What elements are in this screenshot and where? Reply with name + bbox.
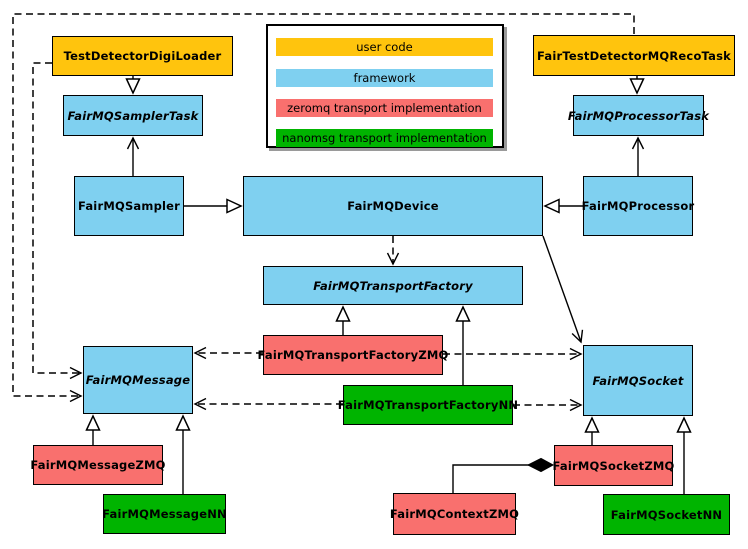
class-box-fairmqmessage: FairMQMessage: [83, 346, 193, 414]
class-box-fairtestdetectormqrecotask: FairTestDetectorMQRecoTask: [533, 35, 735, 76]
legend-bar-nanomsg: nanomsg transport implementation: [276, 129, 493, 147]
class-box-fairmqsocket: FairMQSocket: [583, 345, 693, 416]
class-box-fairmqdevice: FairMQDevice: [243, 176, 543, 236]
class-box-testdetectordigiloader: TestDetectorDigiLoader: [52, 36, 233, 76]
class-box-fairmqtransportfactoryzmq: FairMQTransportFactoryZMQ: [258, 335, 448, 375]
class-box-fairmqtransportfactorynn: FairMQTransportFactoryNN: [338, 385, 518, 425]
class-box-fairmqprocessortask: FairMQProcessorTask: [568, 95, 709, 136]
legend: user code framework zeromq transport imp…: [266, 24, 504, 148]
class-box-fairmqmessagenn: FairMQMessageNN: [102, 494, 227, 534]
class-box-fairmqcontextzmq: FairMQContextZMQ: [390, 493, 519, 535]
edge-contextzmq-socketzmq: [452, 464, 529, 493]
edge-device-socket: [542, 235, 584, 344]
dependency-edges: [12, 13, 635, 412]
legend-bar-framework: framework: [276, 69, 493, 87]
class-box-fairmqsamplertask: FairMQSamplerTask: [63, 95, 203, 136]
class-box-fairmqtransportfactory: FairMQTransportFactory: [263, 266, 523, 305]
legend-bar-zeromq: zeromq transport implementation: [276, 99, 493, 117]
class-box-fairmqprocessor: FairMQProcessor: [582, 176, 694, 236]
class-box-fairmqmessagezmq: FairMQMessageZMQ: [30, 445, 165, 485]
aggregation-edge: [452, 457, 555, 493]
edge-recotask-message: [12, 13, 635, 403]
legend-bar-user-code: user code: [276, 38, 493, 56]
class-box-fairmqsocketzmq: FairMQSocketZMQ: [553, 445, 674, 486]
class-box-fairmqsampler: FairMQSampler: [74, 176, 184, 236]
class-box-fairmqsocketnn: FairMQSocketNN: [603, 494, 730, 535]
association-edges: [126, 136, 645, 344]
edge-digiloader-message: [32, 62, 83, 380]
aggregation-diamond: [526, 457, 555, 473]
